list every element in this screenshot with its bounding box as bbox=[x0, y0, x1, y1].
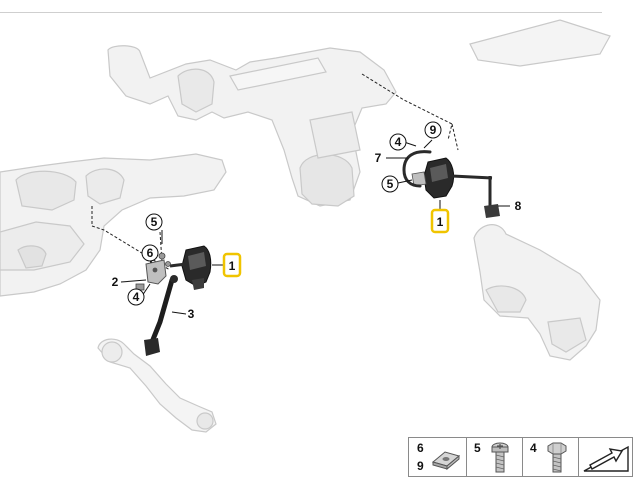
legend-cell-clip-nut[interactable]: 6 9 bbox=[409, 438, 467, 476]
legend-number: 5 bbox=[474, 441, 481, 455]
cable-part-7 bbox=[402, 150, 432, 188]
leader-lines bbox=[120, 139, 510, 315]
svg-text:1: 1 bbox=[437, 215, 444, 229]
wedge-arrow-icon bbox=[583, 445, 629, 472]
svg-text:1: 1 bbox=[229, 259, 236, 273]
svg-text:4: 4 bbox=[133, 290, 140, 304]
callout-2[interactable]: 2 bbox=[112, 275, 119, 289]
callout-1-right[interactable]: 1 bbox=[430, 208, 450, 234]
clip-nut-icon bbox=[431, 451, 461, 471]
callout-7[interactable]: 7 bbox=[375, 151, 382, 165]
legend-cell-arrow[interactable] bbox=[579, 438, 632, 476]
svg-text:5: 5 bbox=[387, 177, 394, 191]
coupling-rod-part-3 bbox=[144, 275, 178, 356]
callout-3[interactable]: 3 bbox=[188, 307, 195, 321]
callout-5-left[interactable]: 5 bbox=[145, 213, 163, 231]
callout-4-left[interactable]: 4 bbox=[127, 288, 145, 306]
top-divider bbox=[0, 12, 602, 13]
callout-1-left[interactable]: 1 bbox=[222, 252, 242, 278]
svg-text:8: 8 bbox=[515, 199, 522, 213]
legend-cell-torx-screw[interactable]: 5 bbox=[467, 438, 523, 476]
callout-9[interactable]: 9 bbox=[424, 121, 442, 139]
legend-cell-hex-bolt[interactable]: 4 bbox=[523, 438, 579, 476]
trailing-arm-ghost bbox=[0, 153, 227, 297]
hex-bolt-icon bbox=[547, 442, 567, 473]
legend-number: 9 bbox=[417, 459, 424, 473]
bracket-part-2 bbox=[145, 259, 167, 285]
svg-text:5: 5 bbox=[151, 215, 158, 229]
callout-5-right[interactable]: 5 bbox=[381, 175, 399, 193]
fastener-legend: 6 9 5 4 bbox=[408, 437, 633, 477]
control-arm-ghost-left bbox=[97, 338, 217, 433]
svg-text:3: 3 bbox=[188, 307, 195, 321]
height-sensor-right bbox=[411, 157, 500, 218]
legend-number: 4 bbox=[530, 441, 537, 455]
height-sensor-left bbox=[169, 245, 212, 290]
svg-text:6: 6 bbox=[147, 246, 154, 260]
subframe-ghost bbox=[107, 19, 611, 207]
callout-4-right[interactable]: 4 bbox=[389, 133, 407, 151]
control-arm-ghost-right bbox=[473, 224, 601, 361]
svg-text:9: 9 bbox=[430, 123, 437, 137]
callout-6[interactable]: 6 bbox=[141, 244, 159, 262]
legend-number: 6 bbox=[417, 441, 424, 455]
torx-screw-icon bbox=[491, 442, 509, 473]
svg-text:2: 2 bbox=[112, 275, 119, 289]
fasteners-left bbox=[135, 252, 171, 291]
svg-text:7: 7 bbox=[375, 151, 382, 165]
callout-8[interactable]: 8 bbox=[515, 199, 522, 213]
svg-text:4: 4 bbox=[395, 135, 402, 149]
